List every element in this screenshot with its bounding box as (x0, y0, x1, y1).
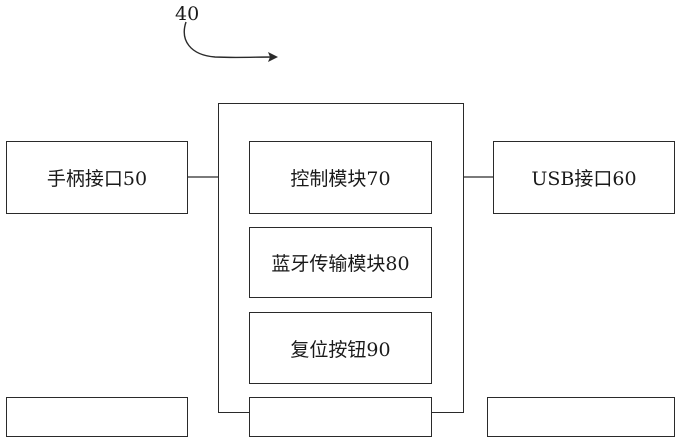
usb-interface-block (493, 141, 675, 214)
reference-numeral: 40 (175, 3, 200, 25)
arrow-head (268, 52, 278, 62)
reset-button-label: 复位按钮90 (290, 338, 391, 361)
bluetooth-module-block (249, 227, 432, 298)
bluetooth-module-label: 蓝牙传输模块80 (271, 253, 410, 275)
handle-interface-label: 手柄接口50 (46, 168, 148, 190)
lower-center-block-partial (249, 397, 432, 437)
control-module-block (249, 141, 432, 214)
control-module-label: 控制模块70 (290, 168, 391, 190)
block-diagram: 40 手柄接口50 控制模块70 USB接口60 蓝牙传输模块80 复位按钮90 (6, 3, 675, 437)
handle-interface-block (6, 141, 188, 214)
reference-leader-arrow (183, 21, 276, 59)
usb-interface-label: USB接口60 (531, 168, 637, 190)
reset-button-block (249, 312, 432, 384)
lower-right-block-partial (487, 397, 675, 437)
lower-left-block-partial (6, 397, 188, 437)
